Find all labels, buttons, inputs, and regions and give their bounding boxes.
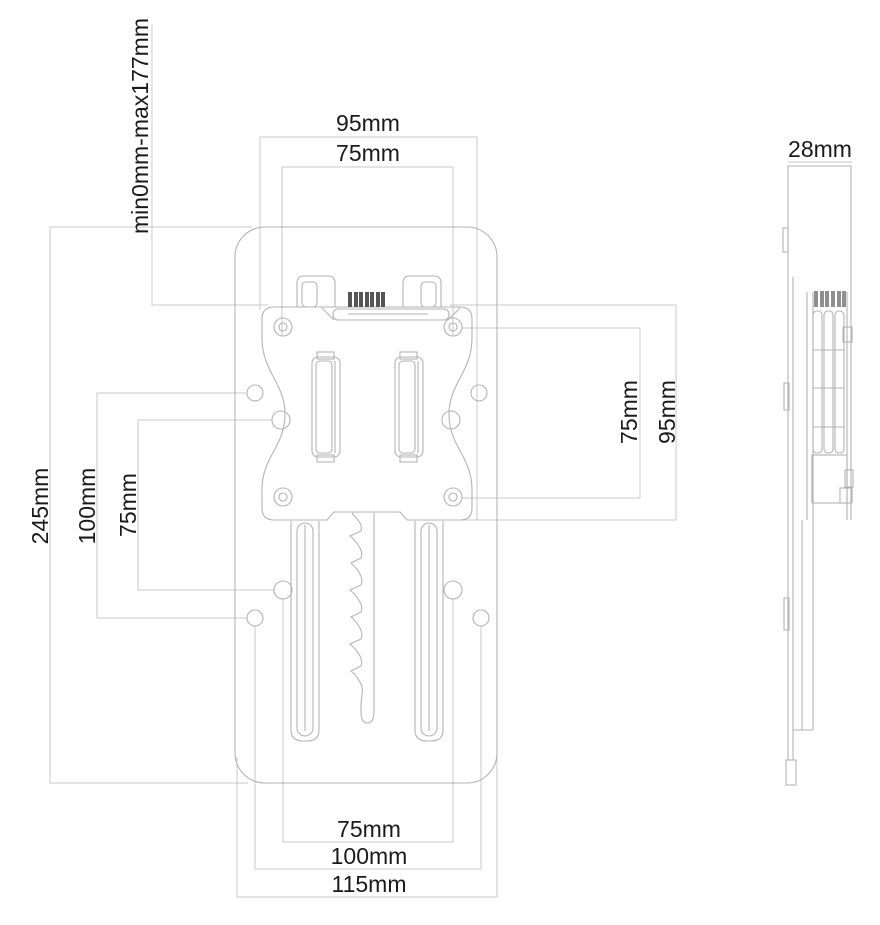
hook-left [296,275,336,307]
vesa-screw-center [448,492,458,502]
mounting-hole [441,410,461,430]
dim-top-75 [281,166,454,336]
label-side-28mm: 28mm [788,136,852,162]
comb-tooth [814,291,818,307]
vesa-slot-right [394,356,424,458]
mounting-hole [472,609,490,627]
dimension-labels: 95mm 75mm min0mm-max177mm 245mm 100mm 75… [27,18,852,897]
mounting-hole [273,580,293,600]
latch-recess-left [321,307,335,321]
comb-tooth [354,292,358,307]
vesa-slot-left-cap-bottom [316,454,335,463]
dim-bottom-115 [236,757,498,898]
mounting-hole [246,384,264,402]
side-right-notch [842,326,853,343]
side-rail [834,310,845,454]
front-view [234,226,498,784]
dim-right-75 [462,327,641,499]
side-lower-box [811,454,848,504]
vesa-screw [443,487,463,507]
side-left-tab [782,227,789,253]
vesa-slots [311,351,424,463]
vesa-slot-right-inner [398,360,416,454]
dimension-lines [49,24,852,898]
ratchet-comb-front [348,292,385,307]
vesa-screw-center [448,322,458,332]
hook-right [402,275,442,307]
vesa-screw-center [278,322,288,332]
vesa-screw-center [278,492,288,502]
ratchet-comb-side [814,291,846,307]
side-rail [812,310,823,454]
vesa-slot-left-cap-top [316,351,335,360]
dim-right-95 [450,304,677,521]
vesa-slot-left [311,356,341,458]
label-bottom-75mm: 75mm [337,816,401,842]
label-left-245mm: 245mm [27,468,53,545]
latch-bar [321,307,461,321]
dim-bottom-75 [282,598,454,843]
comb-tooth [842,291,846,307]
side-left-tab [783,382,790,411]
dim-left-100 [96,392,247,619]
channel-rail-left [290,521,320,742]
side-view [782,165,854,786]
side-rail [823,310,834,454]
dim-left-75 [137,419,275,591]
mounting-hole [470,384,488,402]
label-top-75mm: 75mm [336,140,400,166]
channel-rail-right [414,521,444,742]
label-bottom-115mm: 115mm [332,871,407,897]
vesa-screw [273,317,293,337]
label-right-75mm: 75mm [616,380,642,444]
mounting-hole [271,410,291,430]
comb-tooth [359,292,363,307]
top-hooks [296,275,442,308]
back-plate [234,226,498,784]
comb-tooth [365,292,369,307]
hook-left-slot [301,281,318,308]
label-left-100mm: 100mm [74,468,100,545]
vesa-slot-left-inner [315,360,333,454]
label-top-95mm: 95mm [336,110,400,136]
label-adjust-range: min0mm-max177mm [127,18,153,234]
latch [332,308,450,321]
label-right-95mm: 95mm [654,380,680,444]
side-left-tab [783,597,790,631]
vesa-screw [273,487,293,507]
side-right-notch [839,487,853,504]
comb-tooth [370,292,374,307]
comb-tooth [381,292,385,307]
center-slot [360,513,375,724]
vesa-plate-outline [261,306,473,521]
comb-tooth [820,291,824,307]
dim-left-245 [49,226,252,784]
side-rails [812,310,845,454]
comb-tooth [376,292,380,307]
vesa-screws [273,317,463,507]
mounting-hole [443,580,463,600]
mounting-hole [246,609,264,627]
height-channel [290,512,444,742]
comb-tooth [348,292,352,307]
dim-bottom-100 [254,626,482,870]
vesa-slot-right-cap-bottom [399,454,418,463]
label-left-75mm: 75mm [115,473,141,537]
comb-tooth [837,291,841,307]
vesa-screw [443,317,463,337]
channel-rail-left-inner [296,522,314,737]
comb-tooth [831,291,835,307]
dim-adjust-range [151,24,268,306]
ratchet-zigzag [348,512,363,705]
side-bottom-tab [785,759,797,786]
label-bottom-100mm: 100mm [331,843,408,869]
hook-right-slot [420,281,437,308]
channel-rail-right-inner [420,522,438,737]
comb-tooth [825,291,829,307]
side-right-notch [844,469,854,488]
side-outline [787,165,852,760]
vesa-slot-right-cap-top [399,351,418,360]
